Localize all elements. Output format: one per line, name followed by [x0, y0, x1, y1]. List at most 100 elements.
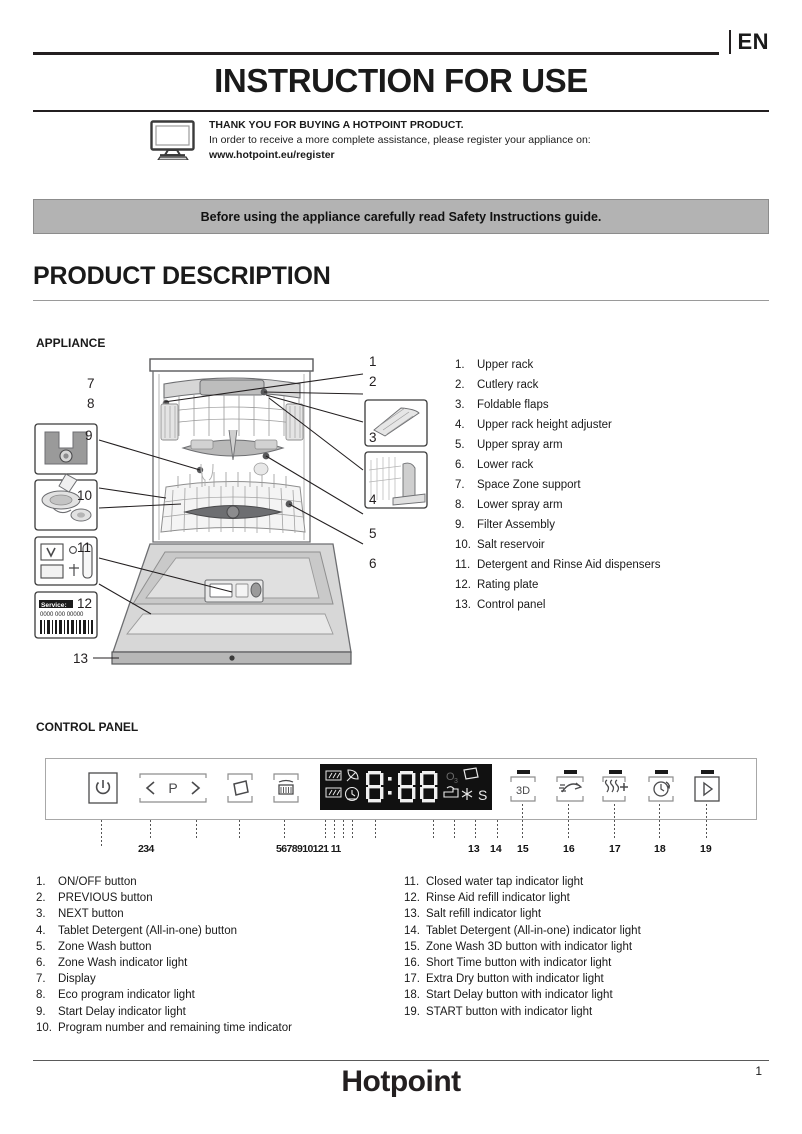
control-panel-number-group-left: 234	[138, 843, 154, 855]
item-number: 6.	[36, 957, 46, 970]
section-rule	[33, 300, 769, 301]
on-off-button[interactable]	[88, 772, 118, 809]
item-number: 16.	[404, 957, 420, 970]
item-label: Start Delay button with indicator light	[426, 989, 613, 1002]
item-label: Space Zone support	[477, 479, 581, 491]
program-selector[interactable]: P	[138, 772, 208, 809]
list-item: 9.Filter Assembly	[455, 515, 775, 535]
callout-tick	[352, 820, 353, 840]
callout-tick	[239, 820, 240, 840]
appliance-parts-list: 1.Upper rack 2.Cutlery rack 3.Foldable f…	[455, 355, 775, 615]
item-number: 7.	[36, 973, 46, 986]
item-number: 2.	[455, 379, 465, 391]
callout-6: 6	[369, 556, 377, 571]
item-label: Control panel	[477, 599, 546, 611]
control-panel-number-16: 16	[563, 843, 575, 855]
item-number: 1.	[36, 876, 46, 888]
list-item: 19.START button with indicator light	[404, 1004, 774, 1020]
start-delay-button[interactable]	[646, 770, 676, 809]
item-number: 11.	[404, 876, 420, 888]
safety-banner: Before using the appliance carefully rea…	[33, 199, 769, 234]
list-item: 17.Extra Dry button with indicator light	[404, 971, 774, 987]
ozone-indicator: O	[446, 771, 455, 783]
register-url[interactable]: www.hotpoint.eu/register	[209, 149, 335, 162]
item-number: 3.	[36, 908, 46, 921]
list-item: 9.Start Delay indicator light	[36, 1004, 396, 1020]
callout-tick	[375, 820, 376, 840]
item-label: Lower spray arm	[477, 499, 563, 511]
item-number: 1.	[455, 359, 465, 371]
item-label: Short Time button with indicator light	[426, 957, 612, 970]
thank-you-block: THANK YOU FOR BUYING A HOTPOINT PRODUCT.…	[150, 118, 710, 165]
item-label: Tablet Detergent (All-in-one) indicator …	[426, 924, 641, 937]
salt-indicator: S	[478, 787, 487, 803]
item-label: PREVIOUS button	[58, 892, 153, 905]
item-label: Cutlery rack	[477, 379, 539, 391]
list-item: 15.Zone Wash 3D button with indicator li…	[404, 939, 774, 955]
list-item: 18. Start Delay button with indicator lig…	[404, 987, 774, 1003]
callout-tick	[454, 820, 455, 840]
item-label: Closed water tap indicator light	[426, 876, 584, 888]
item-number: 13.	[404, 908, 420, 921]
short-time-button[interactable]	[554, 770, 586, 809]
item-label: Foldable flaps	[477, 399, 549, 411]
list-item: 5.Upper spray arm	[455, 435, 775, 455]
item-label: Rating plate	[477, 579, 539, 591]
callout-4: 4	[369, 492, 377, 507]
item-label: ON/OFF button	[58, 876, 137, 888]
extra-dry-button[interactable]	[600, 770, 634, 809]
item-label: Zone Wash button	[58, 940, 152, 953]
control-panel-number-15: 15	[517, 843, 529, 855]
zone-wash-3d-button[interactable]: 3D	[508, 770, 538, 809]
item-number: 4.	[455, 419, 465, 431]
item-number: 9.	[36, 1005, 46, 1018]
item-number: 18.	[404, 989, 420, 1002]
item-label: Salt reservoir	[477, 539, 545, 551]
thank-you-title: THANK YOU FOR BUYING A HOTPOINT PRODUCT.	[209, 119, 464, 131]
control-panel-number-group-mid: 5678910121 11	[276, 843, 341, 855]
list-item: 12. Rating plate	[455, 575, 775, 595]
item-label: Extra Dry button with indicator light	[426, 973, 604, 986]
item-number: 10.	[36, 1021, 52, 1034]
item-label: Program number and remaining time indica…	[58, 1021, 292, 1034]
item-number: 9.	[455, 519, 465, 531]
list-item: 4.Tablet Detergent (All-in-one) button	[36, 923, 396, 939]
list-item: 4. Upper rack height adjuster	[455, 415, 775, 435]
language-marker: EN	[729, 29, 769, 55]
item-label: Upper rack height adjuster	[477, 419, 612, 431]
svg-text:3D: 3D	[516, 785, 530, 797]
item-label: START button with indicator light	[426, 1005, 593, 1018]
zone-wash-button[interactable]	[272, 772, 300, 809]
callout-8: 8	[87, 396, 95, 411]
list-item: 13.Salt refill indicator light	[404, 906, 774, 922]
item-number: 14.	[404, 924, 420, 937]
subtitle-control-panel: CONTROL PANEL	[36, 720, 139, 734]
page-number: 1	[755, 1064, 762, 1078]
callout-tick	[614, 804, 615, 840]
item-label: Upper spray arm	[477, 439, 563, 451]
list-item: 10. Salt reservoir	[455, 535, 775, 555]
item-number: 12.	[455, 579, 471, 591]
item-label: Display	[58, 973, 96, 986]
item-label: Zone Wash indicator light	[58, 957, 188, 970]
item-label: Upper rack	[477, 359, 534, 371]
control-panel-legend-left: 1.ON/OFF button 2.PREVIOUS button 3.NEXT…	[36, 874, 396, 1036]
list-item: 16. Short Time button with indicator ligh…	[404, 955, 774, 971]
callout-tick	[706, 804, 707, 840]
item-number: 10.	[455, 539, 471, 551]
appliance-parts-legend: 1.Upper rack 2.Cutlery rack 3.Foldable f…	[455, 355, 775, 615]
section-title-product-description: PRODUCT DESCRIPTION	[33, 262, 331, 290]
item-label: Detergent and Rinse Aid dispensers	[477, 559, 661, 571]
brand-logo: Hotpoint	[341, 1065, 461, 1098]
tablet-detergent-button[interactable]	[226, 772, 254, 809]
start-button[interactable]	[692, 770, 722, 809]
list-item: 1. ON/OFF button	[36, 874, 396, 890]
list-item: 7.Space Zone support	[455, 475, 775, 495]
appliance-diagram: Service: 0000 000 00000	[33, 352, 453, 672]
callout-13: 13	[73, 651, 88, 666]
item-label: NEXT button	[58, 908, 124, 921]
item-number: 15.	[404, 940, 420, 953]
callout-2: 2	[369, 374, 377, 389]
item-number: 12.	[404, 892, 420, 905]
